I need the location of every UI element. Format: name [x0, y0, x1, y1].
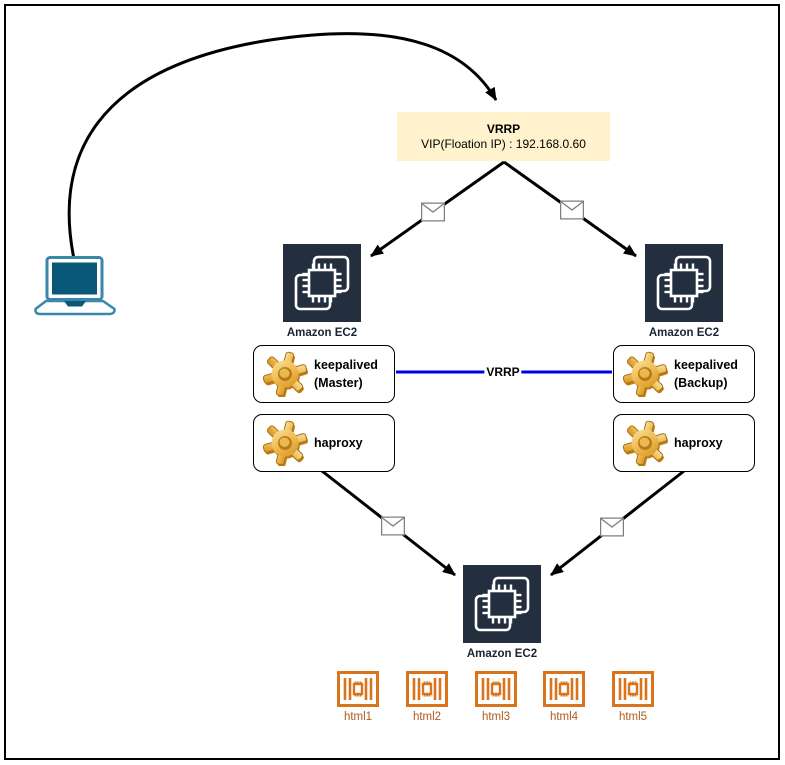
- container-icon: [543, 671, 585, 707]
- chip-icon: [645, 244, 723, 322]
- canvas-border: [4, 4, 780, 760]
- vrrp-link-label: VRRP: [484, 365, 522, 379]
- container-icon: [612, 671, 654, 707]
- container-node: [406, 671, 448, 707]
- container-label: html1: [343, 711, 373, 723]
- ec2-node-bottom: [463, 565, 541, 643]
- gear-icon: [622, 351, 668, 397]
- container-label: html4: [549, 711, 579, 723]
- keepalived-master-box: keepalived (Master): [253, 345, 395, 403]
- gear-icon: [262, 420, 308, 466]
- container-node: [475, 671, 517, 707]
- ec2-left-label: Amazon EC2: [286, 327, 358, 339]
- keepalived-backup-label: keepalived (Backup): [674, 358, 738, 390]
- vip-address: VIP(Floation IP) : 192.168.0.60: [421, 136, 586, 151]
- container-node: [612, 671, 654, 707]
- gear-icon: [622, 420, 668, 466]
- container-icon: [337, 671, 379, 707]
- container-node: [337, 671, 379, 707]
- chip-icon: [463, 565, 541, 643]
- vip-title: VRRP: [486, 121, 521, 136]
- haproxy-right-label: haproxy: [674, 436, 723, 450]
- laptop-icon: [33, 256, 117, 320]
- haproxy-left-label: haproxy: [314, 436, 363, 450]
- ec2-node-right: [645, 244, 723, 322]
- container-icon: [475, 671, 517, 707]
- container-label: html5: [618, 711, 648, 723]
- haproxy-right-box: haproxy: [613, 414, 755, 472]
- gear-icon: [262, 351, 308, 397]
- container-node: [543, 671, 585, 707]
- haproxy-left-box: haproxy: [253, 414, 395, 472]
- chip-icon: [283, 244, 361, 322]
- keepalived-backup-box: keepalived (Backup): [613, 345, 755, 403]
- client-node: [33, 256, 117, 320]
- ec2-right-label: Amazon EC2: [648, 327, 720, 339]
- container-label: html2: [412, 711, 442, 723]
- container-icon: [406, 671, 448, 707]
- ec2-node-left: [283, 244, 361, 322]
- container-label: html3: [481, 711, 511, 723]
- vrrp-vip-box: VRRP VIP(Floation IP) : 192.168.0.60: [397, 112, 610, 161]
- ec2-bottom-label: Amazon EC2: [466, 648, 538, 660]
- keepalived-master-label: keepalived (Master): [314, 358, 378, 390]
